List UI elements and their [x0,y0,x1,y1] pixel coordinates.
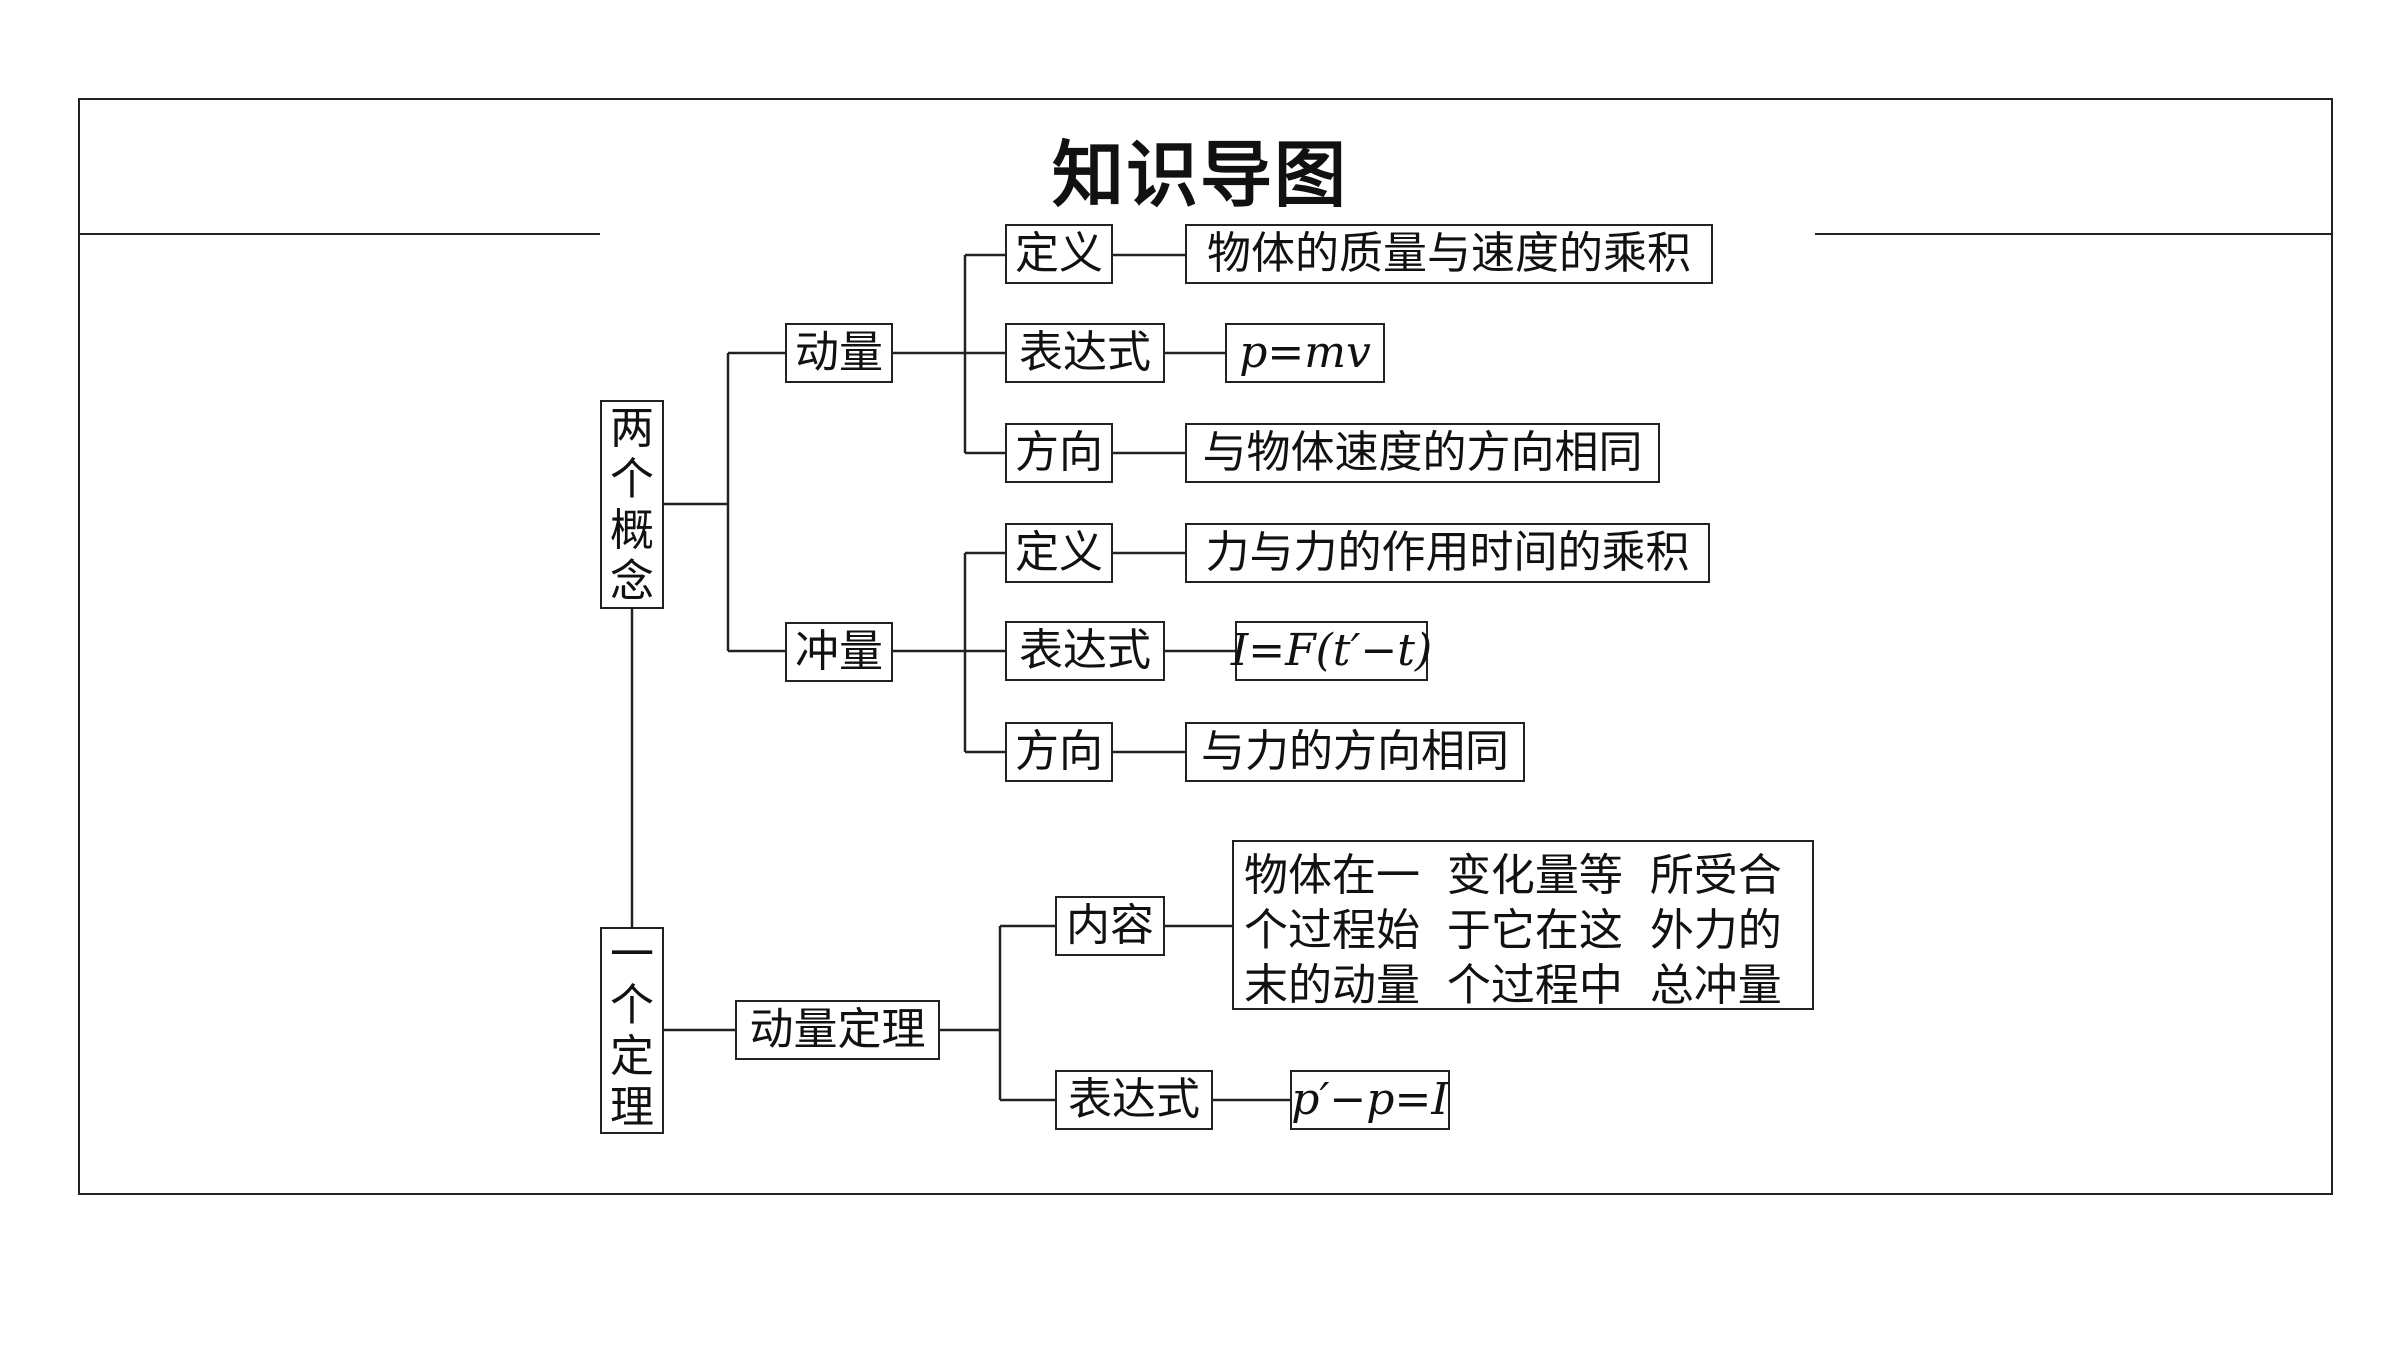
momentum-direction-label: 方向 [1005,423,1113,483]
root1-char: 念 [610,555,654,607]
title-rule-right [1815,233,2333,235]
root-one-theorem: 一 个 定 理 [600,927,664,1134]
impulse-direction-value: 与力的方向相同 [1185,722,1525,782]
momentum-expression-label: 表达式 [1005,323,1165,383]
node-impulse: 冲量 [785,622,893,682]
diagram-frame [78,98,2333,1195]
node-momentum-theorem: 动量定理 [735,1000,940,1060]
diagram-title: 知识导图 [1051,133,1348,217]
root2-char: 一 [610,928,654,980]
impulse-expression-value: I=F(t′−t) [1231,621,1432,681]
impulse-direction-label: 方向 [1005,722,1113,782]
momentum-definition-label: 定义 [1005,224,1113,284]
theorem-expression-label: 表达式 [1055,1070,1213,1130]
root1-char: 个 [610,453,654,505]
root2-char: 个 [610,979,654,1031]
root1-char: 两 [610,402,654,454]
root2-char: 定 [610,1030,654,1082]
root-two-concepts: 两 个 概 念 [600,400,664,609]
theorem-content-label: 内容 [1055,896,1165,956]
impulse-definition-label: 定义 [1005,523,1113,583]
title-rule-left [80,233,600,235]
theorem-content-line: 所受合外力的总冲量 [1649,850,1782,1011]
theorem-content-line: 变化量等于它在这个过程中 [1446,850,1623,1011]
momentum-definition-value: 物体的质量与速度的乘积 [1185,224,1713,284]
node-momentum: 动量 [785,323,893,383]
impulse-definition-value: 力与力的作用时间的乘积 [1185,523,1710,583]
theorem-content-line: 物体在一个过程始末的动量 [1244,850,1420,1011]
theorem-content-value: 物体在一个过程始末的动量 变化量等于它在这个过程中 所受合外力的总冲量 [1232,840,1814,1011]
theorem-expression-value: p′−p=I [1290,1070,1450,1130]
momentum-direction-value: 与物体速度的方向相同 [1185,423,1660,483]
root2-char: 理 [610,1081,654,1133]
momentum-expression-value: p=mv [1225,323,1385,383]
root1-char: 概 [610,504,654,556]
impulse-expression-label: 表达式 [1005,621,1165,681]
